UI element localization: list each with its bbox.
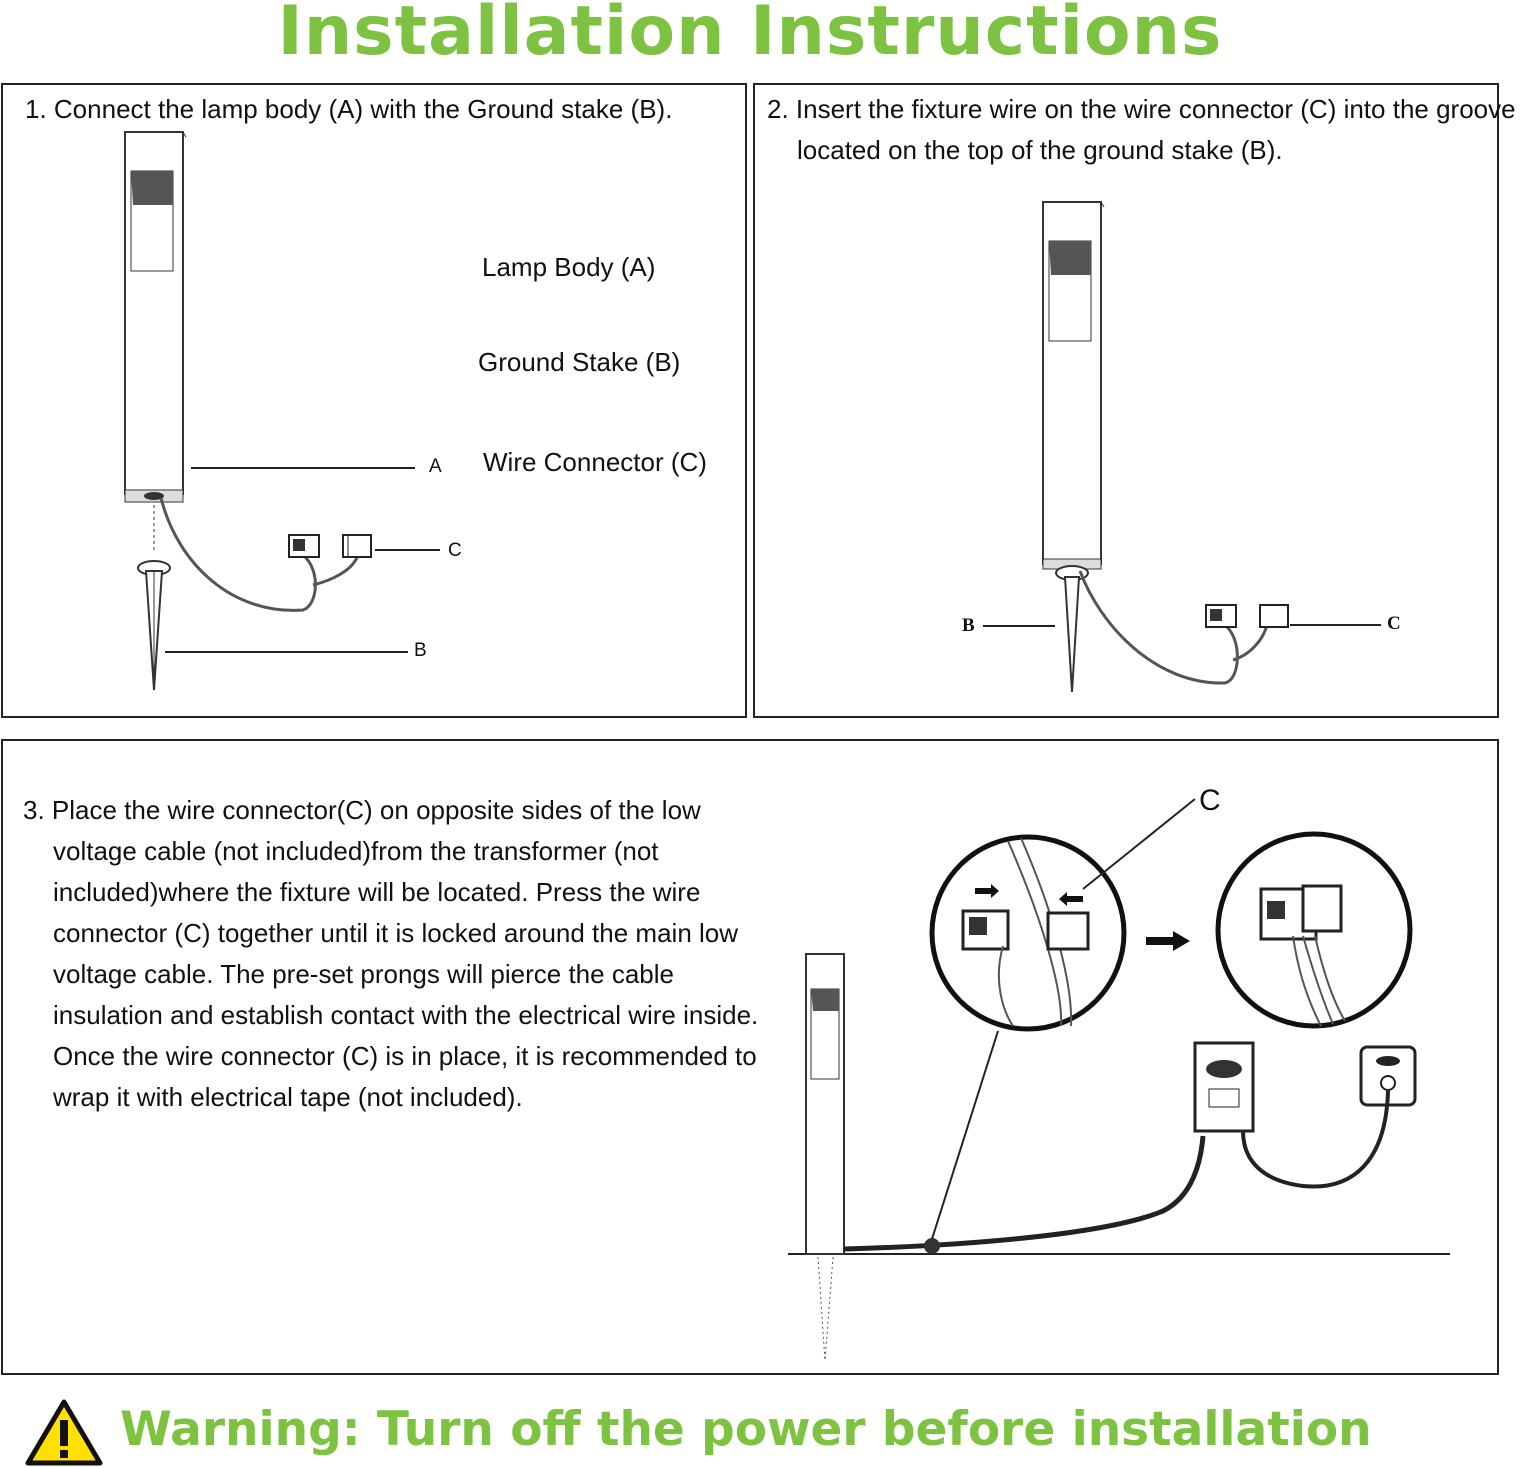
warning-text: Warning: Turn off the power before insta… (120, 1402, 1372, 1457)
step-3-panel: 3. Place the wire connector(C) on opposi… (1, 739, 1499, 1375)
step-3-text: 3. Place the wire connector(C) on opposi… (23, 795, 759, 1112)
callout-c: C (1199, 784, 1221, 817)
step-1-diagram (124, 131, 440, 691)
callout-c: C (448, 540, 462, 561)
warning-triangle-icon (25, 1399, 103, 1466)
callout-b: B (962, 615, 975, 636)
step-2-panel: 2. Insert the fixture wire on the wire c… (753, 83, 1516, 718)
ground-stake-label: Ground Stake (B) (478, 347, 681, 377)
wire-connector-label: Wire Connector (C) (483, 447, 707, 477)
callout-c: C (1387, 613, 1401, 634)
step-3-diagram (788, 798, 1450, 1362)
step-2-diagram (983, 201, 1381, 693)
page-title: Installation Instructions (277, 0, 1223, 71)
step-1-text: 1. Connect the lamp body (A) with the Gr… (25, 94, 673, 124)
callout-a: A (429, 456, 442, 477)
callout-b: B (414, 640, 427, 661)
step-2-text: 2. Insert the fixture wire on the wire c… (767, 94, 1516, 165)
lamp-body-label: Lamp Body (A) (482, 252, 656, 282)
step-1-panel: 1. Connect the lamp body (A) with the Gr… (1, 83, 747, 718)
